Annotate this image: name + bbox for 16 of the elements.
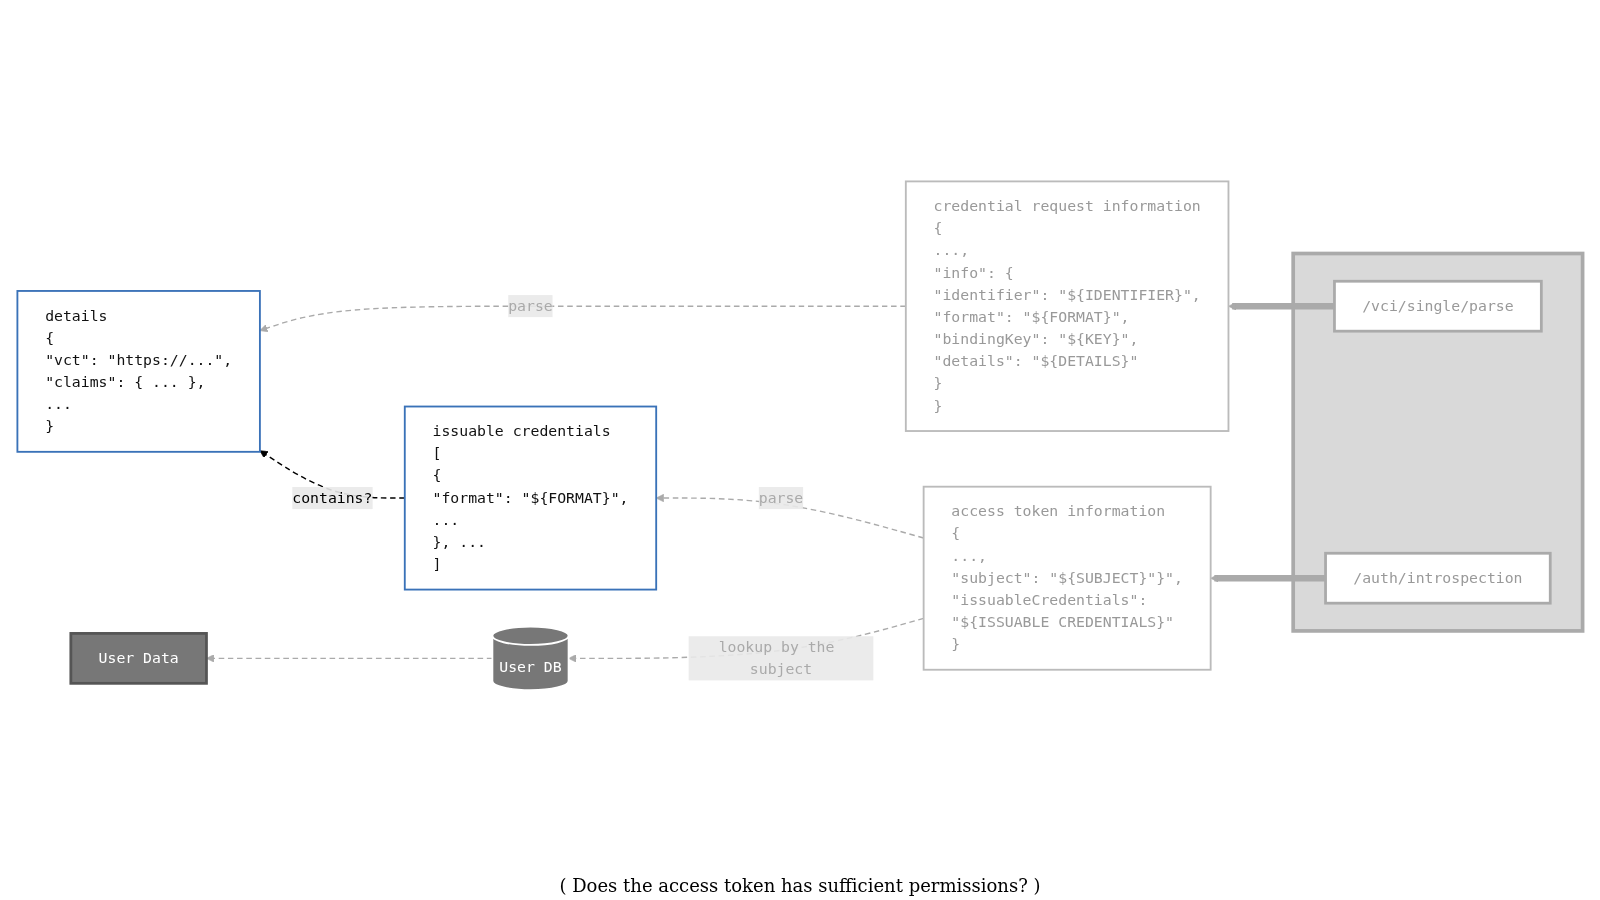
note-text: ( Does the access token has sufficient permissions? ) bbox=[559, 875, 1041, 896]
node-box: details { "vct": "https://...", "claims": { ... }, ... } bbox=[16, 289, 261, 453]
node-box: /vci/single/parse bbox=[1333, 279, 1543, 333]
node-box: /auth/introspection bbox=[1324, 551, 1552, 605]
cluster bbox=[1291, 251, 1585, 633]
edge-label: contains? bbox=[292, 488, 373, 507]
arrow bbox=[1228, 301, 1335, 310]
edge-label: parse bbox=[758, 488, 804, 507]
arrow bbox=[1210, 573, 1326, 582]
edge-label: lookup by the subject bbox=[718, 637, 835, 678]
edge-label: parse bbox=[508, 296, 553, 315]
arrow bbox=[206, 654, 494, 663]
node-box: issuable credentials [ { "format": "${FORMAT}", ... }, ... ] bbox=[403, 405, 658, 591]
node-box: access token information { ..., "subject": "${SUBJECT}"}", "issuableCredentials": "${ISSUABLE CREDENTIALS}" } bbox=[922, 485, 1212, 671]
node-box: User Data bbox=[69, 631, 208, 685]
node-box: credential request information { ..., "info": { "identifier": "${IDENTIFIER}", "format": "${FORMAT}", "bindingKey": "${KEY}", "details": "${DETAILS}" } } bbox=[904, 180, 1230, 432]
